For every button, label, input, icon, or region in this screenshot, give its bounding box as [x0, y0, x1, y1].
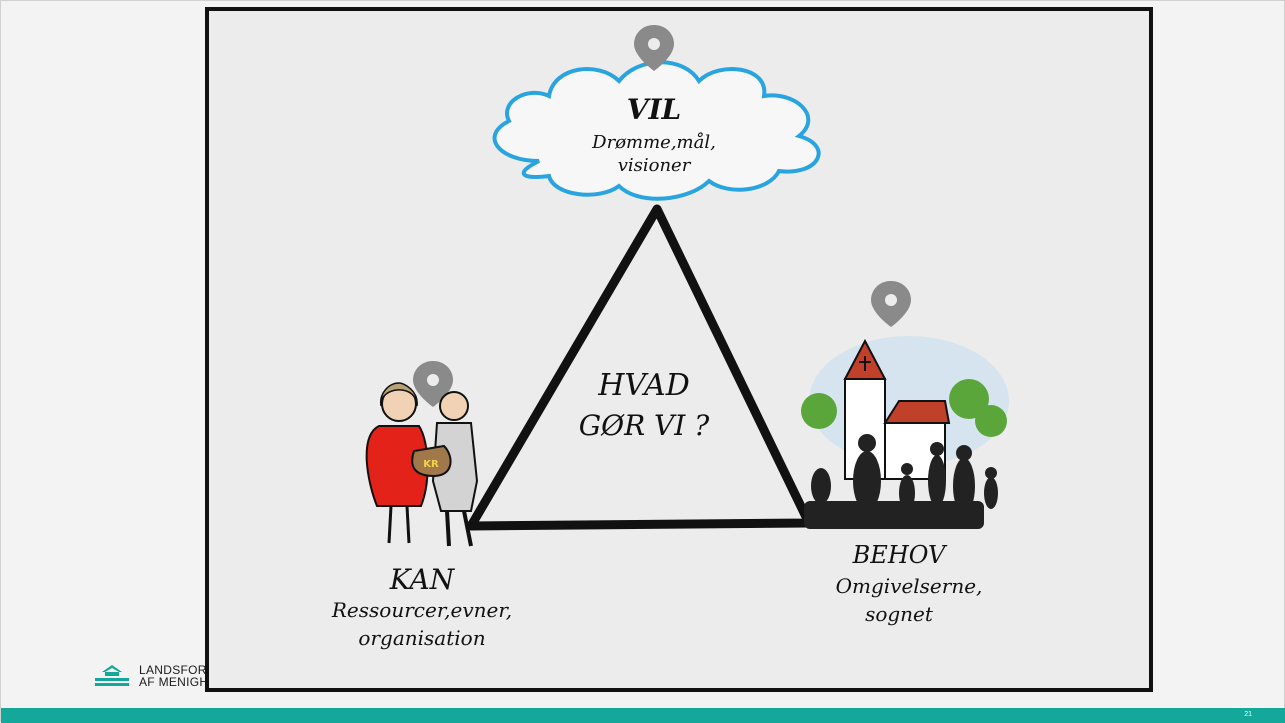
- footer-bar: 21: [1, 708, 1285, 723]
- house-logo-icon: [95, 665, 129, 686]
- right-title: BEHOV: [852, 541, 948, 569]
- right-line-2: sognet: [865, 602, 934, 626]
- left-line-2: organisation: [358, 626, 485, 650]
- center-line-2: GØR VI ?: [579, 409, 710, 442]
- triangle-diagram: VIL Drømme,mål, visioner HVAD GØR VI ?: [331, 25, 1009, 650]
- right-line-1: Omgivelserne,: [836, 574, 983, 598]
- center-line-1: HVAD: [597, 368, 690, 403]
- top-title: VIL: [627, 93, 682, 126]
- church-and-people-illustration: [801, 336, 1009, 529]
- location-pin-icon: [634, 25, 674, 71]
- illustration-frame: VIL Drømme,mål, visioner HVAD GØR VI ?: [205, 7, 1153, 692]
- cloud-icon: [492, 60, 821, 201]
- top-line-2: visioner: [618, 155, 692, 176]
- page-number: 21: [1244, 711, 1252, 718]
- top-line-1: Drømme,mål,: [591, 131, 716, 153]
- money-bag-label: KR: [423, 459, 439, 470]
- location-pin-icon: [871, 281, 911, 327]
- left-title: KAN: [389, 563, 456, 596]
- couple-with-money-bag-illustration: KR: [365, 382, 479, 547]
- left-line-1: Ressourcer,evner,: [331, 598, 512, 622]
- triangle: [466, 204, 814, 531]
- location-pin-icon: [413, 361, 453, 407]
